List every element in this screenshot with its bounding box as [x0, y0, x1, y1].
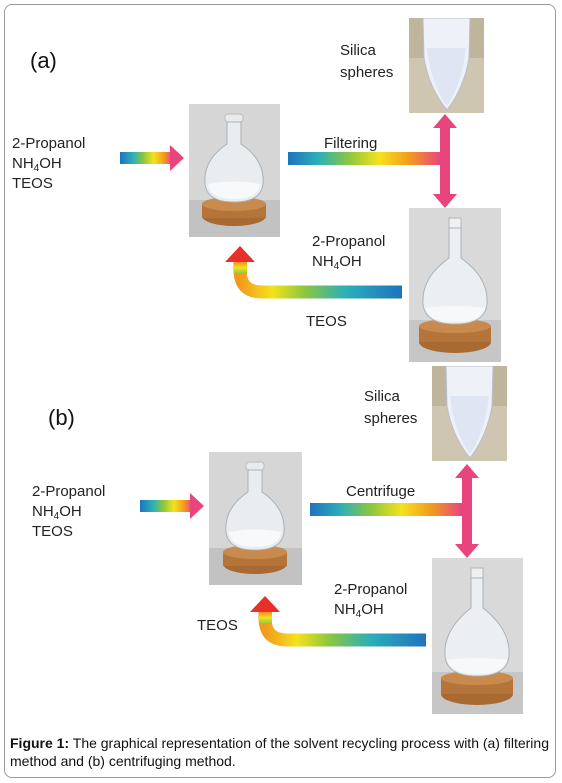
input-arrow-b — [140, 493, 204, 519]
recovered-propanol-a: 2-Propanol — [312, 233, 386, 250]
caption-text: The graphical representation of the solv… — [10, 735, 549, 769]
silica-spheres-photo-a — [409, 18, 484, 113]
input-teos-b: TEOS — [32, 523, 73, 540]
return-label-a: TEOS — [306, 313, 347, 330]
recovered-label-a: 2-Propanol NH4OH — [312, 232, 385, 272]
process-label-a: Filtering — [324, 135, 378, 152]
input-text-b: 2-Propanol NH4OH TEOS — [32, 482, 105, 542]
product-label-b: Silica spheres — [364, 388, 418, 427]
return-arrow-a — [225, 246, 402, 299]
recovered-ammonia-b: NH4OH — [334, 601, 384, 620]
recovered-label-b: 2-Propanol NH4OH — [334, 580, 407, 620]
process-arrow-a — [288, 152, 440, 165]
split-arrow-b — [455, 464, 479, 558]
return-arrow-b — [250, 596, 426, 647]
product-label-a: Silica spheres — [340, 42, 394, 81]
recovered-propanol-b: 2-Propanol — [334, 581, 408, 598]
recovered-solvent-flask-photo-b — [432, 558, 523, 714]
panel-a-label: (a) — [30, 48, 57, 73]
input-ammonia-b: NH4OH — [32, 503, 82, 522]
caption-prefix: Figure 1: — [10, 735, 70, 751]
reaction-flask-photo-b — [209, 452, 302, 585]
process-arrow-b — [310, 503, 462, 516]
reaction-flask-photo-a — [189, 104, 280, 237]
input-text-a: 2-Propanol NH4OH TEOS — [12, 134, 85, 194]
input-teos-a: TEOS — [12, 175, 53, 192]
recovered-ammonia-a: NH4OH — [312, 253, 362, 272]
split-arrow-a — [433, 114, 457, 208]
return-label-b: TEOS — [197, 617, 238, 634]
input-propanol-b: 2-Propanol — [32, 483, 106, 500]
figure-frame — [4, 4, 556, 778]
silica-spheres-photo-b — [432, 366, 507, 461]
recovered-solvent-flask-photo-a — [409, 208, 501, 362]
input-ammonia-a: NH4OH — [12, 155, 62, 174]
input-propanol-a: 2-Propanol — [12, 135, 86, 152]
process-label-b: Centrifuge — [346, 483, 416, 500]
panel-b-label: (b) — [48, 405, 75, 430]
figure-caption: Figure 1: The graphical representation o… — [10, 734, 554, 770]
input-arrow-a — [120, 145, 184, 171]
